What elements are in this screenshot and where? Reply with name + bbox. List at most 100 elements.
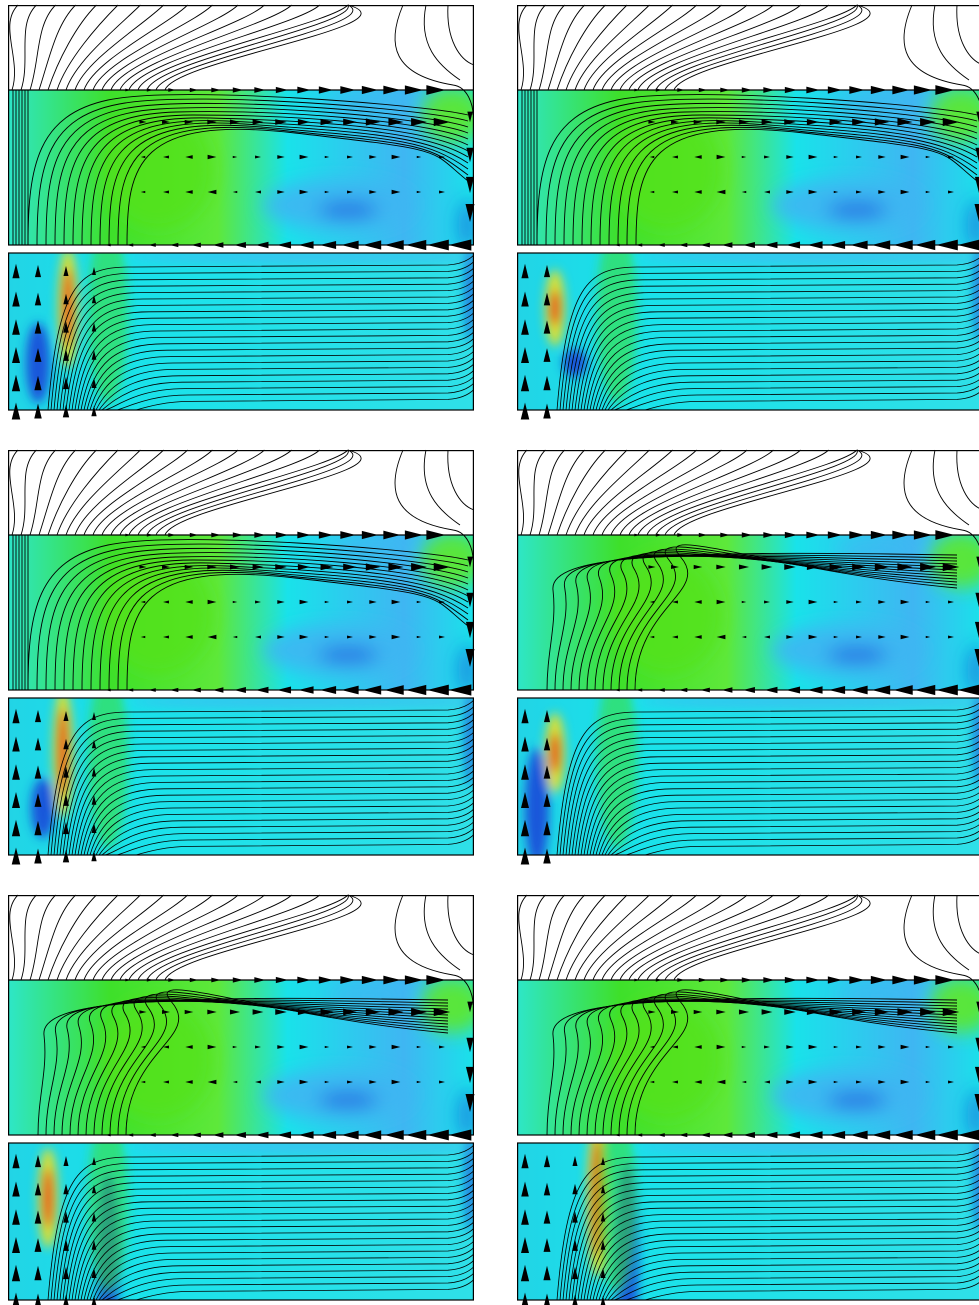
arrow-left-updraft: [543, 737, 551, 751]
arrow-interior: [255, 155, 261, 159]
arrow-interior: [764, 190, 770, 194]
arrow-interior: [761, 564, 773, 570]
arrow-interior: [324, 155, 330, 159]
arrow-interior: [900, 599, 910, 605]
upper-colormap: [517, 535, 979, 690]
arrow-interior: [324, 1080, 330, 1084]
panel-frame: [517, 5, 979, 411]
arrow-interior: [738, 1009, 750, 1015]
figure-panel-e: [8, 894, 475, 1305]
arrow-interior: [806, 563, 820, 571]
arrow-left-updraft: [572, 1155, 578, 1167]
arrow-interior: [139, 1010, 147, 1014]
arrow-interior: [764, 635, 770, 639]
arrow-interior: [671, 120, 679, 124]
arrow-right-wall: [467, 1001, 473, 1013]
arrow-interior: [207, 1079, 217, 1085]
figure-panel-c: [8, 449, 475, 865]
upper-colormap: [8, 980, 474, 1135]
arrow-interior: [878, 635, 886, 639]
arrow-interior: [942, 562, 960, 572]
arrow-left-updraft: [11, 847, 21, 865]
arrow-interior: [388, 563, 404, 571]
arrow-interior: [411, 563, 427, 571]
arrow-interior: [808, 189, 818, 195]
arrow-interior: [207, 1009, 217, 1015]
arrow-interior: [648, 120, 656, 124]
arrow-right-wall: [976, 111, 979, 123]
arrow-left-updraft: [63, 1239, 69, 1251]
arrow-right-wall: [466, 147, 474, 163]
upper-streamlines: [9, 449, 475, 561]
arrow-interior: [694, 635, 702, 639]
arrow-interior: [185, 190, 193, 194]
arrow-left-updraft: [62, 1266, 70, 1280]
arrow-interior: [207, 599, 217, 605]
arrow-interior: [693, 564, 703, 570]
arrow-interior: [764, 1045, 770, 1049]
arrow-interior: [856, 635, 862, 639]
arrow-left-updraft: [543, 348, 551, 362]
arrow-left-updraft: [543, 1265, 551, 1281]
arrow-interior: [833, 1080, 839, 1084]
arrow-interior: [369, 155, 377, 159]
arrow-interior: [416, 600, 422, 604]
arrow-interior: [716, 564, 726, 570]
arrow-left-updraft: [543, 264, 551, 278]
arrow-interior: [388, 118, 404, 126]
arrow-interior: [808, 599, 818, 605]
arrow-left-updraft: [91, 767, 97, 777]
arrow-interior: [320, 118, 334, 126]
arrow-interior: [852, 118, 866, 126]
arrow-interior: [784, 1009, 796, 1015]
arrow-interior: [764, 600, 770, 604]
arrow-left-updraft: [12, 736, 20, 752]
arrow-interior: [369, 635, 377, 639]
arrow-interior: [764, 1080, 770, 1084]
arrow-left-updraft: [63, 321, 69, 333]
arrow-interior: [948, 600, 954, 604]
arrow-interior: [649, 600, 655, 604]
arrow-interior: [207, 154, 217, 160]
panel-frame: [517, 895, 979, 1301]
arrow-interior: [806, 1008, 820, 1016]
arrow-interior: [925, 155, 931, 159]
arrow-interior: [347, 1080, 353, 1084]
arrow-interior: [139, 120, 147, 124]
arrow-interior: [232, 155, 238, 159]
arrow-interior: [878, 190, 886, 194]
arrow-interior: [716, 154, 726, 160]
arrow-interior: [185, 600, 193, 604]
arrow-interior: [277, 190, 285, 194]
arrow-left-updraft: [34, 292, 42, 306]
arrow-interior: [439, 635, 445, 639]
arrow-interior: [140, 1080, 146, 1084]
arrow-interior: [829, 118, 843, 126]
arrow-interior: [207, 119, 217, 125]
arrow-interior: [833, 190, 839, 194]
arrow-interior: [900, 634, 910, 640]
arrow-left-updraft: [543, 375, 551, 391]
arrow-interior: [897, 118, 913, 126]
arrow-interior: [365, 1008, 381, 1016]
arrow-left-updraft: [63, 349, 69, 361]
arrow-left-updraft: [11, 346, 21, 364]
arrow-interior: [649, 155, 655, 159]
arrow-left-updraft: [34, 1238, 42, 1252]
arrow-interior: [897, 1008, 913, 1016]
arrow-interior: [833, 600, 839, 604]
arrow-interior: [786, 635, 794, 639]
arrow-left-updraft: [12, 1181, 20, 1197]
arrow-interior: [784, 119, 796, 125]
arrow-interior: [671, 1010, 679, 1014]
arrow-interior: [672, 600, 678, 604]
arrow-interior: [416, 1045, 422, 1049]
arrow-interior: [433, 1007, 451, 1017]
arrow-interior: [925, 190, 931, 194]
arrow-interior: [391, 1044, 401, 1050]
arrow-left-updraft: [63, 738, 69, 750]
arrow-interior: [162, 1010, 170, 1014]
arrow-left-updraft: [600, 1240, 606, 1250]
arrow-interior: [925, 635, 931, 639]
arrow-interior: [649, 1080, 655, 1084]
